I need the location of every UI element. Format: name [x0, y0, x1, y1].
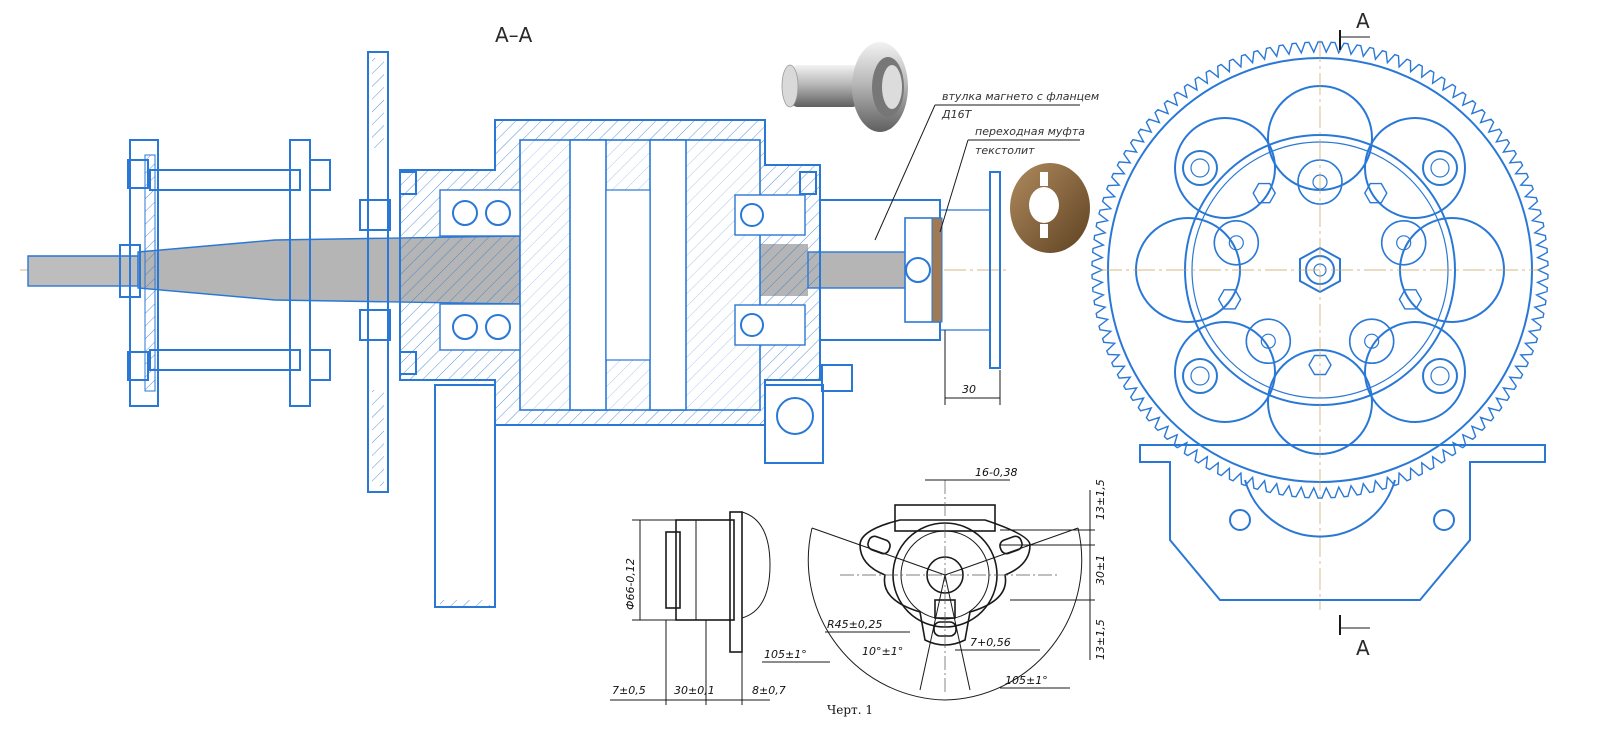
dim-width-top: 16-0,38 [975, 466, 1017, 479]
coupling-name: переходная муфта [975, 125, 1085, 138]
left-disc [359, 51, 391, 493]
cut-marker-bottom: А [1356, 636, 1370, 660]
section-view: А–А [20, 23, 1099, 608]
pocket-screw [1364, 333, 1380, 349]
magnet-pockets [1213, 159, 1427, 376]
bushing-name: втулка магнето с фланцем [942, 90, 1099, 103]
base-plate [1139, 444, 1546, 601]
magnet-pocket [1380, 220, 1427, 266]
magnet-pocket [1245, 318, 1292, 365]
detail-side-view: Ф66-0,12 7±0,5 30±0,1 8±0,7 [610, 511, 786, 705]
hex-nut [1363, 182, 1388, 204]
front-view: А А [1091, 9, 1549, 660]
corner-bolts [1182, 150, 1458, 394]
section-title: А–А [495, 23, 533, 47]
housing [399, 119, 853, 608]
dimension-30: 30 [944, 330, 1001, 405]
bushing-render [781, 42, 908, 132]
magnet-pocket [1348, 318, 1395, 365]
bushing-material: Д16Т [941, 108, 973, 121]
pocket-screw [1228, 235, 1244, 251]
callouts: втулка магнето с фланцем Д16Т переходная… [874, 90, 1099, 241]
pocket-screw [1260, 333, 1276, 349]
left-flange [119, 139, 331, 407]
dim-angle-right: 105±1° [1005, 674, 1048, 687]
dim-diameter: Ф66-0,12 [624, 558, 637, 610]
figure-caption: Черт. 1 [827, 703, 873, 717]
hex-nut [1217, 289, 1242, 310]
hex-nut [1252, 182, 1277, 204]
coupling-render [1010, 163, 1090, 253]
coupling-material: текстолит [975, 144, 1035, 157]
magneto-bushing [819, 171, 1001, 369]
detail-front-view: 13±1,5 30±1 13±1,5 16-0,38 R45±0,25 7+0,… [762, 466, 1107, 701]
hex-nut [1398, 289, 1423, 310]
dimension-30-label: 30 [962, 383, 976, 396]
dim-b1: 7±0,5 [612, 684, 646, 697]
coupling-leader [939, 139, 969, 233]
detail-drawing: Ф66-0,12 7±0,5 30±0,1 8±0,7 [610, 466, 1107, 717]
dim-h3: 13±1,5 [1094, 619, 1107, 660]
dim-h2: 30±1 [1094, 555, 1107, 585]
dim-angle-left: 105±1° [764, 648, 807, 661]
cut-marker-top: А [1356, 9, 1370, 33]
magnet-pocket [1213, 220, 1260, 266]
hex-nut [1308, 354, 1332, 376]
dim-radius: R45±0,25 [827, 618, 882, 631]
dim-b2: 30±0,1 [674, 684, 715, 697]
dim-angle-small: 10°±1° [862, 645, 903, 658]
pocket-screw [1396, 235, 1412, 251]
dim-b3: 8±0,7 [752, 684, 786, 697]
dim-h1: 13±1,5 [1094, 479, 1107, 520]
section-markers: А А [1339, 9, 1370, 660]
bushing-leader [874, 104, 936, 241]
dim-hole: 7+0,56 [970, 636, 1011, 649]
